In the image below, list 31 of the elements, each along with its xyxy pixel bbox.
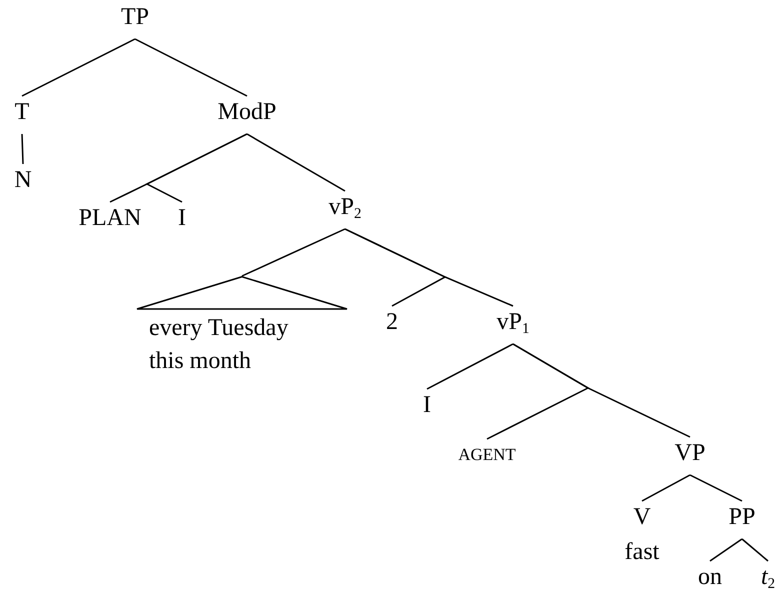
node-label: VP (674, 440, 706, 466)
node-label: T (14, 99, 30, 125)
node-label: TP (121, 4, 149, 30)
tree-branch (242, 228, 346, 277)
node-label: PP (728, 504, 756, 530)
node-label: AGENT (458, 444, 516, 466)
tree-branch (246, 133, 346, 192)
node-label: V (633, 504, 651, 530)
tree-branch (21, 134, 24, 164)
node-label: PLAN (78, 205, 142, 231)
tree-branch (426, 343, 514, 390)
word-label: fast (624, 539, 660, 565)
tree-branch (22, 38, 136, 97)
tree-branch (145, 133, 248, 203)
node-label: N (14, 167, 32, 193)
node-label: I (423, 392, 431, 418)
tree-branch (642, 474, 690, 502)
tree-branch (742, 538, 768, 562)
phrase-label: every Tuesday this month (148, 314, 290, 376)
node-label: vP$_{2}$ (328, 194, 362, 220)
tree-branch (134, 38, 248, 97)
node-label: I (178, 205, 186, 231)
node-label: on (698, 564, 722, 590)
node-label: t$_{2}$ (760, 564, 776, 590)
node-label: vP$_{1}$ (496, 309, 530, 335)
tree-branch (512, 343, 690, 438)
tree-branch (710, 538, 742, 562)
tree-branch (690, 474, 742, 502)
tree-branch (344, 228, 514, 307)
node-label: ModP (218, 99, 276, 125)
node-label: 2 (386, 309, 398, 335)
